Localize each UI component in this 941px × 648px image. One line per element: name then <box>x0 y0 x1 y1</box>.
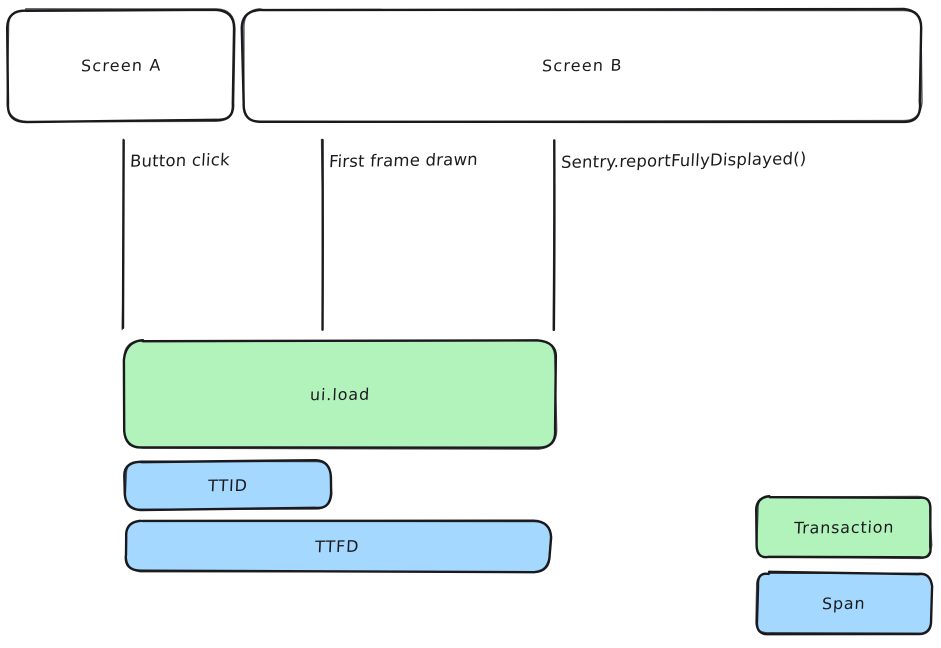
screen-label-2: Screen B <box>243 10 921 121</box>
marker-label-2: First frame drawn <box>328 149 479 172</box>
marker-label-1-text: Button click <box>129 150 231 171</box>
bar-label-ttid-text: TTID <box>207 475 249 495</box>
legend-label-span-text: Span <box>821 593 867 614</box>
screen-label-1: Screen A <box>8 10 234 121</box>
marker-label-2-text: First frame drawn <box>328 149 479 172</box>
marker-line-2 <box>320 138 324 331</box>
screen-label-1-text: Screen A <box>80 55 162 76</box>
marker-label-3: Sentry.reportFullyDisplayed() <box>560 149 807 172</box>
marker-label-3-text: Sentry.reportFullyDisplayed() <box>560 149 807 172</box>
bar-label-ui-load-text: ui.load <box>309 384 372 405</box>
legend-label-transaction: Transaction <box>757 497 931 558</box>
marker-line-1 <box>121 138 125 331</box>
bar-label-ttfd: TTFD <box>125 521 550 571</box>
marker-line-3 <box>552 139 556 332</box>
marker-label-1: Button click <box>129 150 231 171</box>
bar-label-ui-load: ui.load <box>125 341 556 448</box>
bar-label-ttfd-text: TTFD <box>314 536 361 556</box>
bar-label-ttid: TTID <box>125 461 331 509</box>
legend-label-span: Span <box>757 573 931 634</box>
legend-label-transaction-text: Transaction <box>793 517 895 538</box>
screen-label-2-text: Screen B <box>541 55 623 76</box>
